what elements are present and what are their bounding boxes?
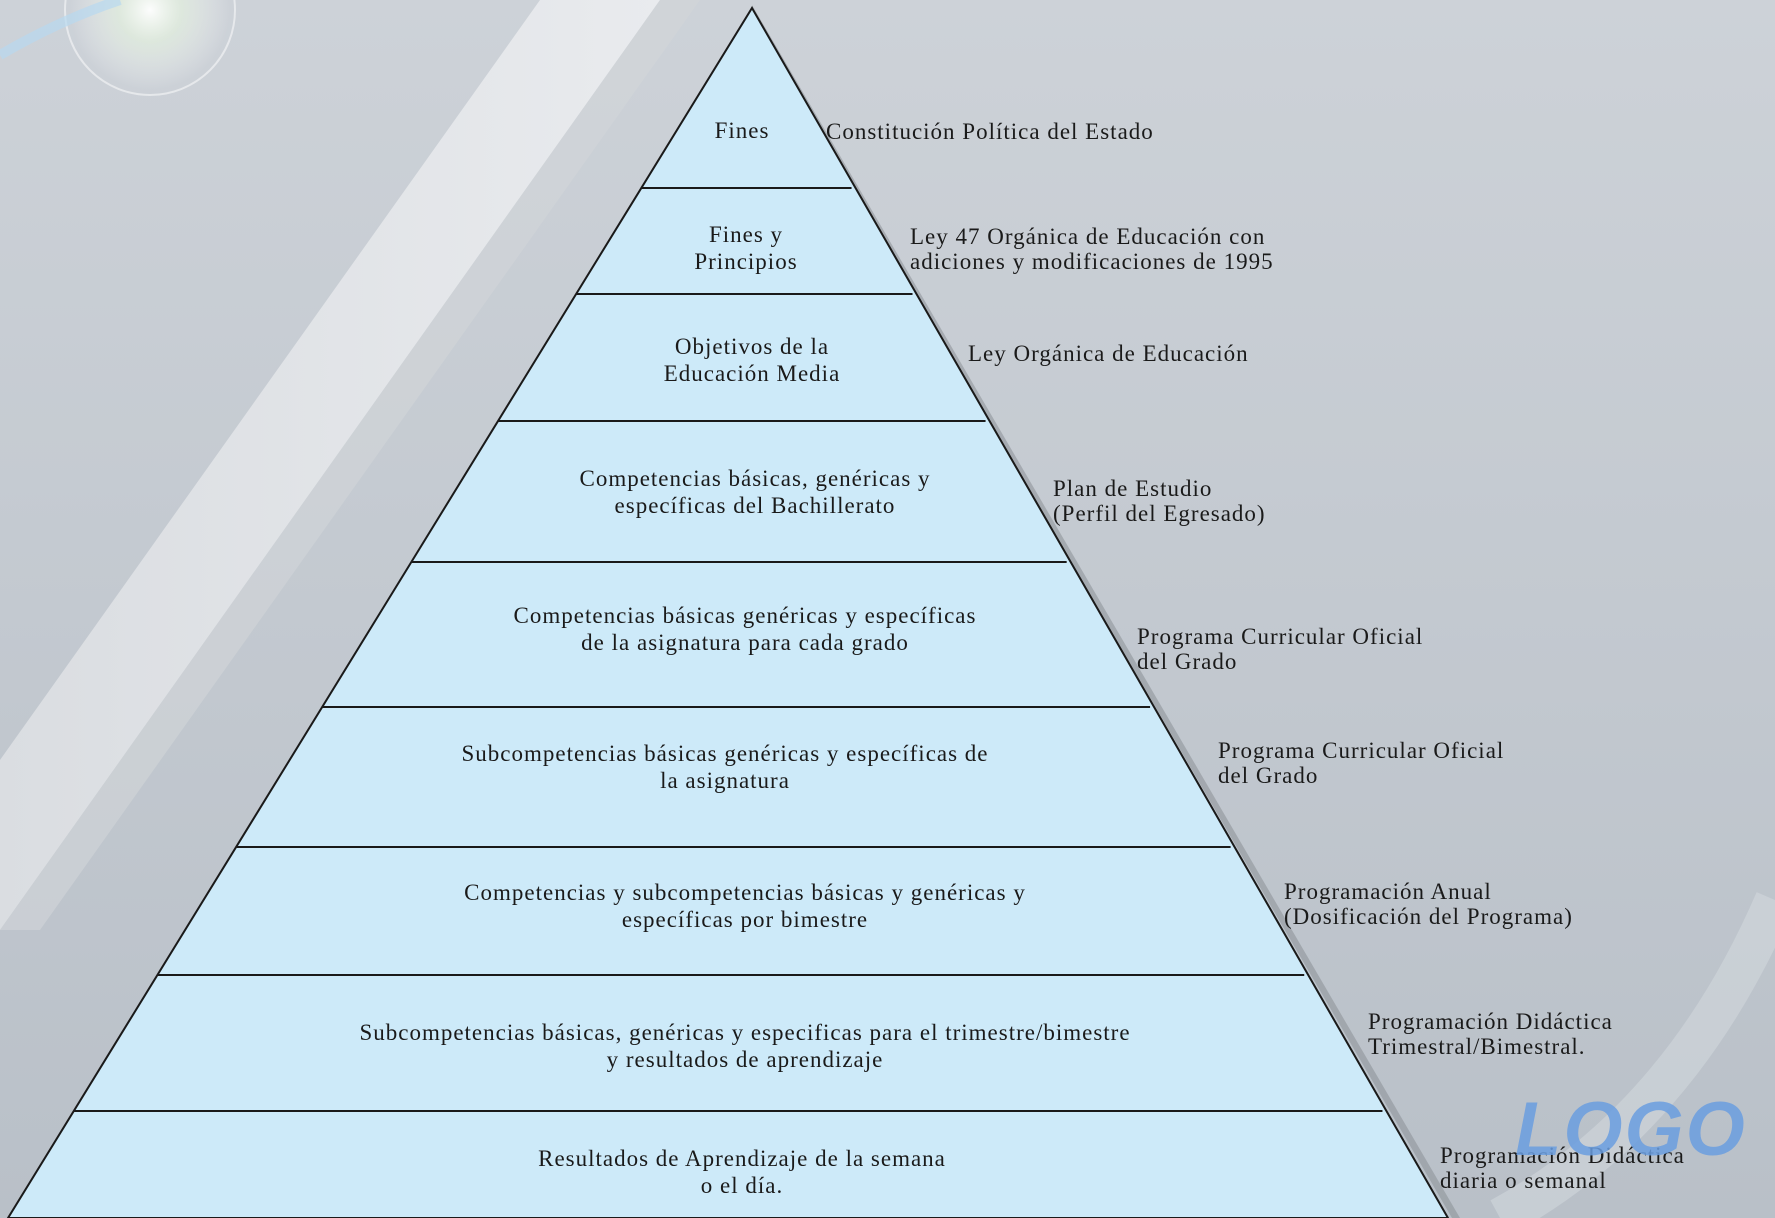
tier-5-line: de la asignatura para cada grado: [581, 630, 909, 655]
source-5-line: Programa Curricular Oficial: [1137, 624, 1424, 649]
logo: LOGO: [1515, 1087, 1747, 1172]
source-7-line: (Dosificación del Programa): [1284, 904, 1573, 929]
pyramid-shadow-edge: [752, 5, 1460, 1218]
tier-8-line: Subcompetencias básicas, genéricas y esp…: [359, 1020, 1131, 1045]
corner-ring: [64, 0, 236, 96]
source-4-line: Plan de Estudio: [1053, 476, 1213, 501]
source-8-line: Trimestral/Bimestral.: [1368, 1034, 1586, 1059]
source-3-label: Ley Orgánica de Educación: [968, 341, 1249, 366]
source-8-line: Programación Didáctica: [1368, 1009, 1613, 1034]
tier-6-line: Subcompetencias básicas genéricas y espe…: [461, 741, 989, 766]
source-2-line: Ley 47 Orgánica de Educación con: [910, 224, 1266, 249]
source-5-line: del Grado: [1137, 649, 1238, 674]
source-1-line: Constitución Política del Estado: [826, 119, 1154, 144]
source-4-label: Plan de Estudio(Perfil del Egresado): [1053, 476, 1266, 526]
source-7-label: Programación Anual(Dosificación del Prog…: [1284, 879, 1573, 929]
source-1-label: Constitución Política del Estado: [826, 119, 1154, 144]
corner-swoosh: [0, 0, 122, 60]
tier-7-label: Competencias y subcompetencias básicas y…: [464, 879, 1026, 933]
tier-dividers: [73, 187, 1383, 1112]
tier-8-label: Subcompetencias básicas, genéricas y esp…: [359, 1019, 1130, 1073]
tier-6-label: Subcompetencias básicas genéricas y espe…: [461, 740, 988, 794]
tier-4-line: específicas del Bachillerato: [614, 493, 896, 518]
source-4-line: (Perfil del Egresado): [1053, 501, 1266, 526]
tier-5-line: Competencias básicas genéricas y específ…: [513, 603, 977, 628]
corner-glow: [70, 0, 230, 90]
source-9-line: Programación Didáctica: [1440, 1143, 1685, 1168]
tier-9-line: o el día.: [700, 1173, 784, 1198]
tier-9-line: Resultados de Aprendizaje de la semana: [538, 1146, 946, 1171]
source-3-line: Ley Orgánica de Educación: [968, 341, 1249, 366]
pyramid-body: [6, 6, 1450, 1218]
tier-2-line: Principios: [694, 249, 798, 274]
source-7-line: Programación Anual: [1284, 879, 1492, 904]
tier-7-line: Competencias y subcompetencias básicas y…: [464, 880, 1026, 905]
tier-1-label: Fines: [715, 117, 770, 144]
tier-2-line: Fines y: [708, 222, 784, 247]
tier-1-line: Fines: [714, 117, 770, 143]
tier-6-line: la asignatura: [660, 768, 790, 793]
diagonal-shadow-band: [0, 0, 700, 930]
source-9-line: diaria o semanal: [1440, 1168, 1607, 1193]
tier-3-line: Educación Media: [663, 361, 841, 386]
tier-7-line: específicas por bimestre: [621, 907, 869, 932]
tier-4-line: Competencias básicas, genéricas y: [579, 466, 931, 491]
source-6-line: del Grado: [1218, 763, 1319, 788]
tier-3-line: Objetivos de la: [674, 334, 830, 359]
source-2-line: adiciones y modificaciones de 1995: [910, 249, 1274, 274]
source-6-line: Programa Curricular Oficial: [1218, 738, 1505, 763]
tier-5-label: Competencias básicas genéricas y específ…: [514, 602, 977, 656]
tier-8-line: y resultados de aprendizaje: [606, 1047, 884, 1072]
bottom-right-swoosh: [1490, 892, 1775, 1218]
